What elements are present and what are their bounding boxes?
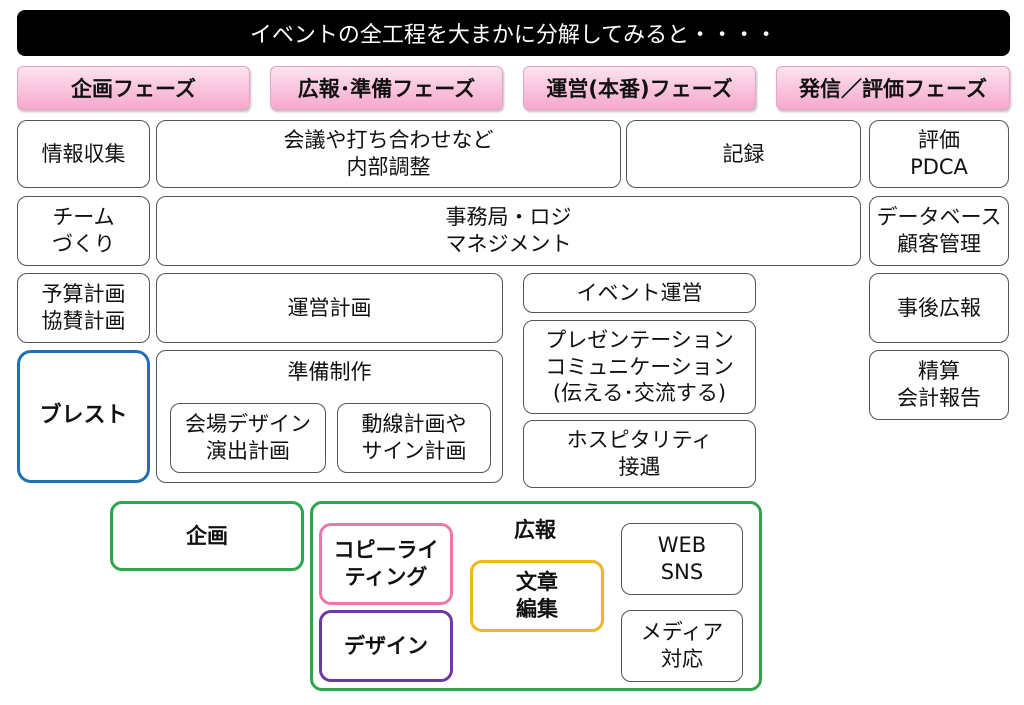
box-web-sns: WEB SNS: [621, 523, 743, 595]
box-presentation: プレゼンテーション コミュニケーション (伝える･交流する): [523, 320, 756, 414]
box-venue-design: 会場デザイン 演出計画: [170, 403, 326, 473]
box-operation-plan: 運営計画: [156, 273, 503, 343]
group-planning: 企画: [110, 501, 304, 571]
box-flow-sign-plan: 動線計画や サイン計画: [337, 403, 491, 473]
group-pr: [310, 501, 762, 691]
phase-pr-prep: 広報･準備フェーズ: [270, 66, 503, 110]
box-text-editing: 文章 編集: [470, 560, 604, 632]
box-post-pr: 事後広報: [869, 273, 1009, 343]
box-info-gathering: 情報収集: [17, 120, 150, 188]
box-event-operation: イベント運営: [523, 273, 756, 313]
box-design: デザイン: [319, 610, 453, 682]
title-banner: イベントの全工程を大まかに分解してみると・・・・: [17, 10, 1010, 56]
box-team-building: チーム づくり: [17, 196, 150, 266]
box-secretariat: 事務局・ロジ マネジメント: [156, 196, 861, 266]
phase-operation: 運営(本番)フェーズ: [523, 66, 756, 110]
box-media-relations: メディア 対応: [621, 610, 743, 682]
box-database: データベース 顧客管理: [869, 196, 1009, 266]
phase-planning: 企画フェーズ: [17, 66, 250, 110]
pr-label: 広報: [514, 518, 556, 542]
box-budget-plan: 予算計画 協賛計画: [17, 273, 150, 343]
box-record: 記録: [626, 120, 861, 188]
box-copywriting: コピーライ ティング: [319, 523, 453, 605]
box-internal-meetings: 会議や打ち合わせなど 内部調整: [156, 120, 621, 188]
box-brainstorm: ブレスト: [17, 350, 150, 483]
phase-evaluation: 発信／評価フェーズ: [776, 66, 1010, 110]
box-evaluation-pdca: 評価 PDCA: [869, 120, 1009, 188]
prep-label: 準備制作: [287, 360, 372, 384]
box-hospitality: ホスピタリティ 接遇: [523, 420, 756, 488]
box-settlement: 精算 会計報告: [869, 350, 1009, 420]
